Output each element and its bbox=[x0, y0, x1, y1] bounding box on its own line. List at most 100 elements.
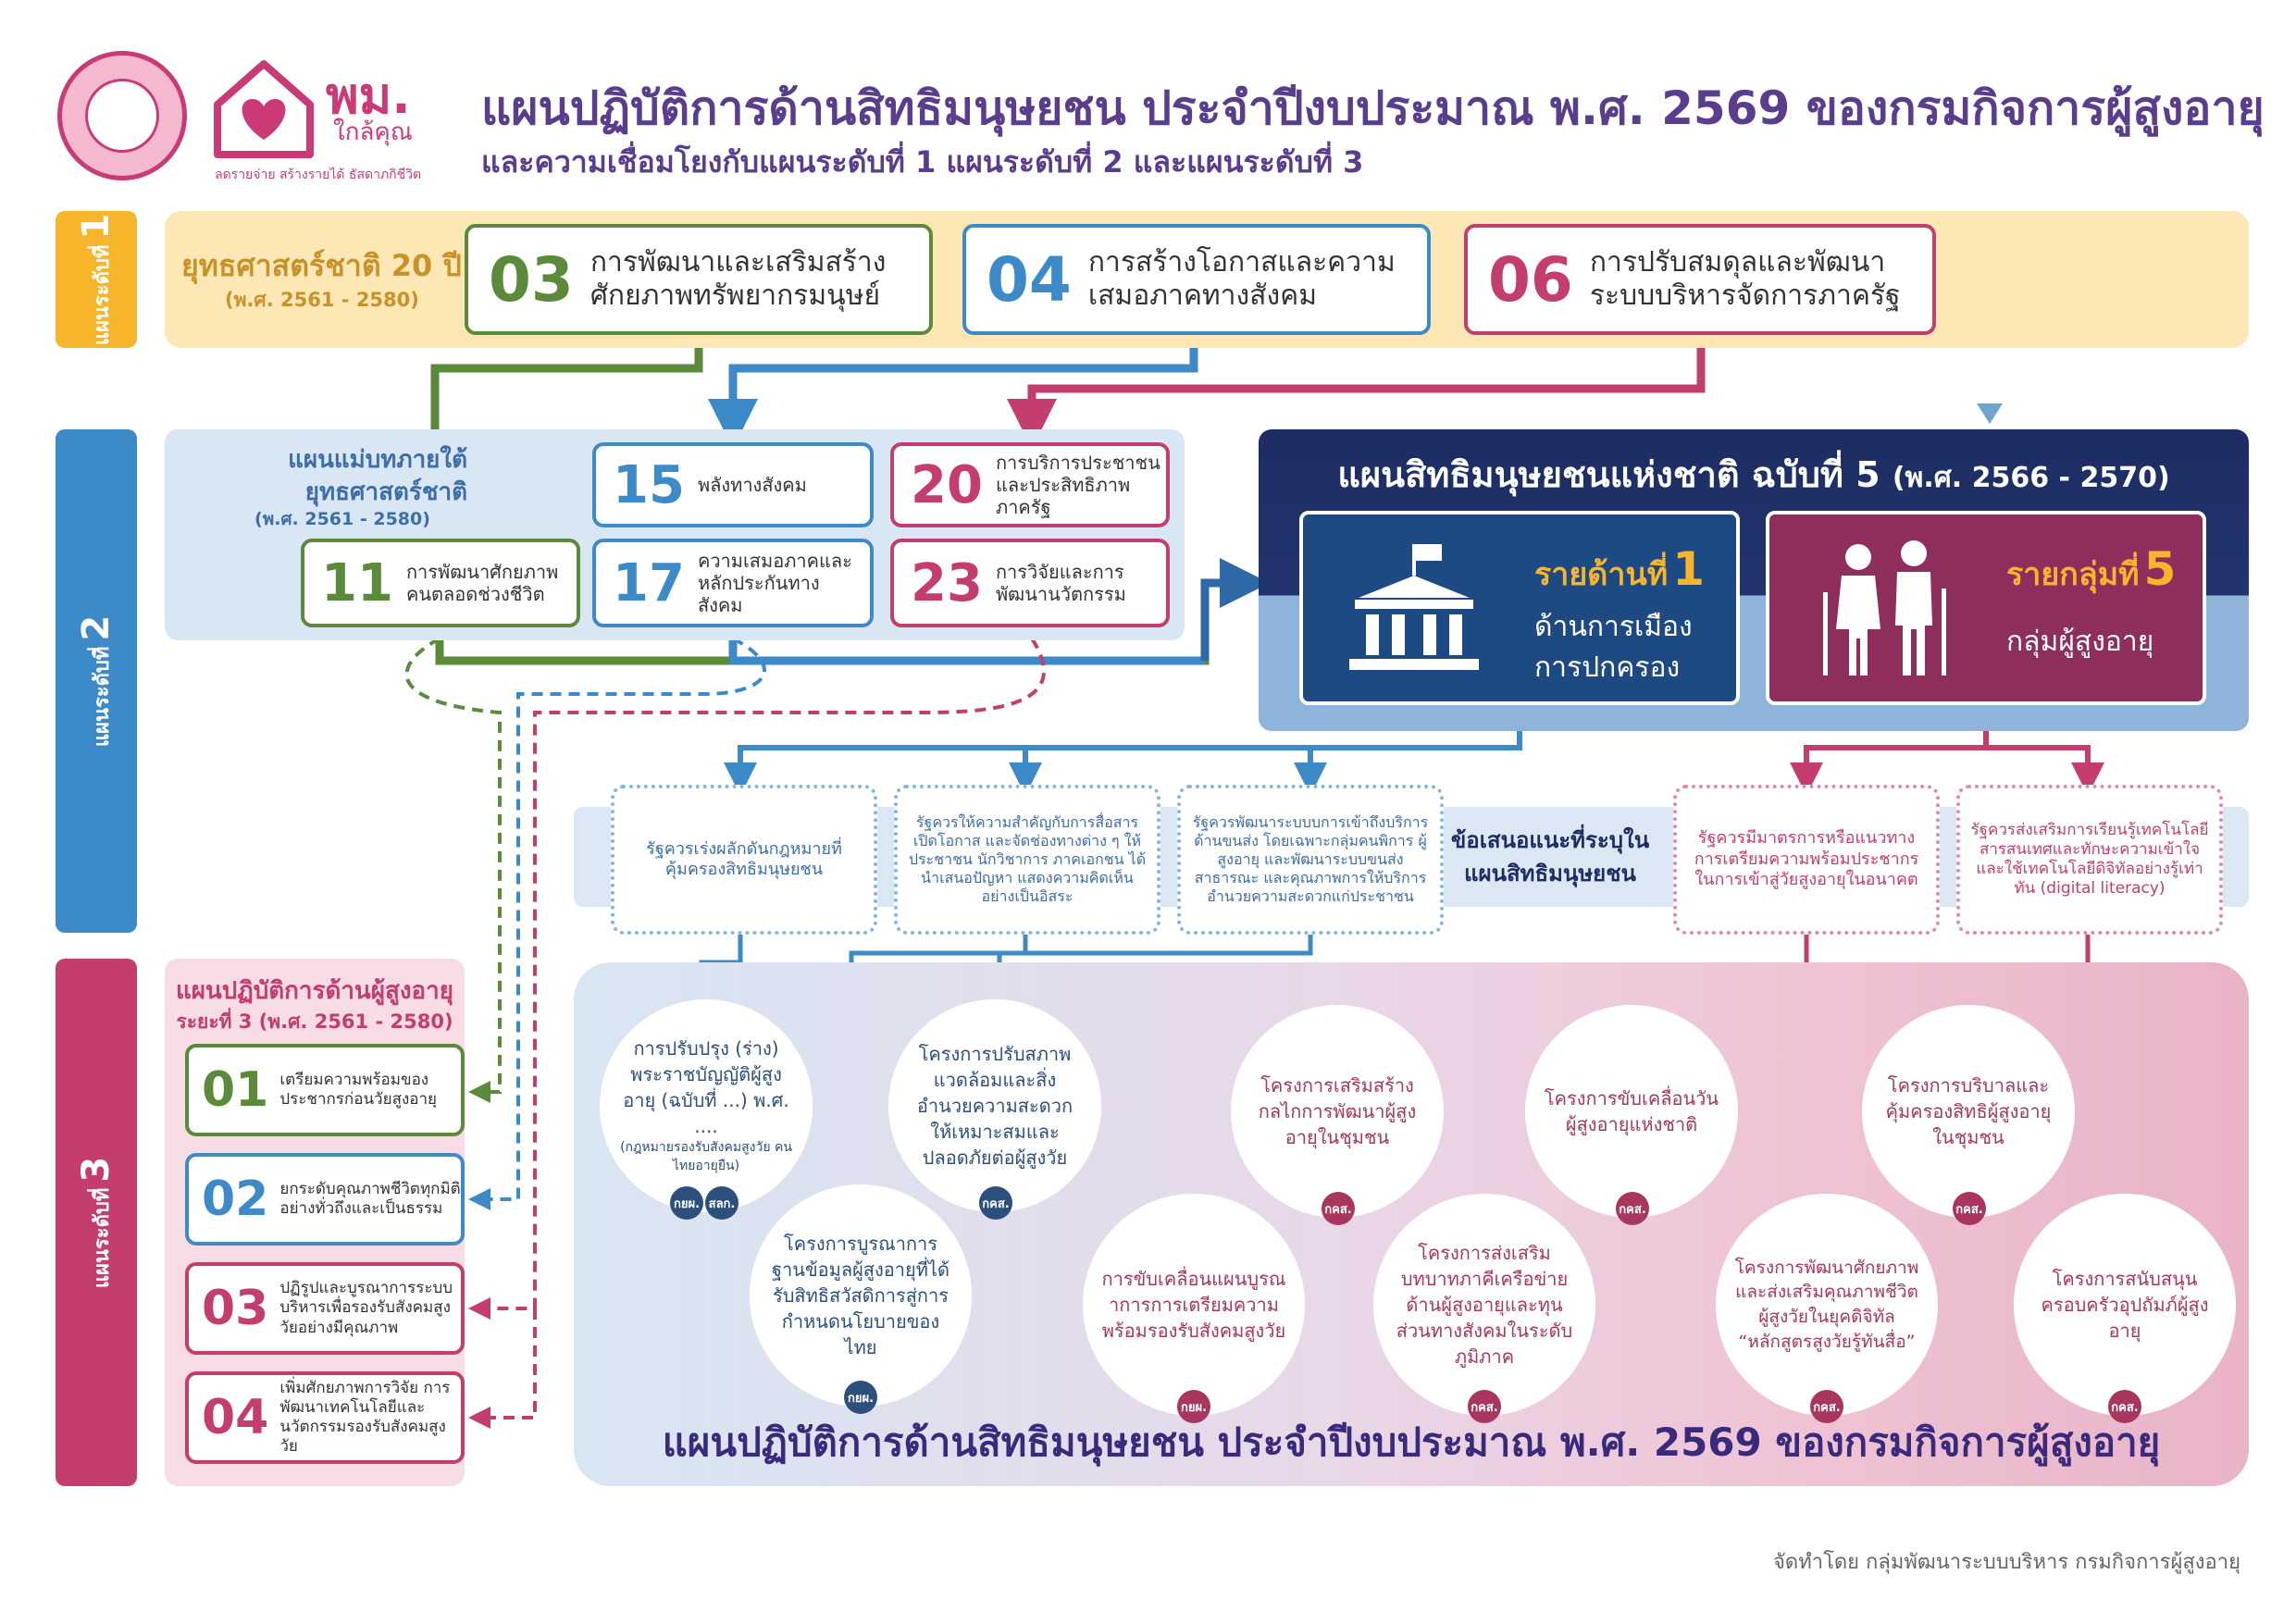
level-2-number: 2 bbox=[75, 614, 118, 641]
national-plan-title: แผนสิทธิมนุษยชนแห่งชาติ ฉบับที่ 5 (พ.ศ. … bbox=[1259, 446, 2249, 502]
project-network-roles: โครงการส่งเสริมบทบาทภาคีเครือข่ายด้านผู้… bbox=[1373, 1194, 1595, 1416]
card2-heading-text: รายกลุ่มที่ bbox=[2006, 556, 2140, 593]
recommendation-law: รัฐควรเร่งผลักดันกฎหมายที่คุ้มครองสิทธิม… bbox=[611, 785, 877, 935]
elderly-plan-04-box: 04 เพิ่มศักยภาพการวิจัย การพัฒนาเทคโนโลย… bbox=[185, 1371, 465, 1464]
project-elderly-act-tag-2: สลก. bbox=[705, 1186, 738, 1220]
strategy-03-number: 03 bbox=[489, 243, 574, 316]
level-1-tab: แผนระดับที่ 1 bbox=[56, 211, 137, 348]
elderly-plan-02-number: 02 bbox=[202, 1172, 269, 1227]
project-community-mechanism: โครงการเสริมสร้างกลไกการพัฒนาผู้สูงอายุใ… bbox=[1231, 1005, 1444, 1218]
masterplan-20-text: การบริการประชาชนและประสิทธิภาพภาครัฐ bbox=[995, 452, 1160, 518]
strategy-04-box: 04 การสร้างโอกาสและความเสมอภาคทางสังคม bbox=[962, 224, 1431, 335]
elderly-plan-03-box: 03 ปฏิรูปและบูรณาการระบบบริหารเพื่อรองรั… bbox=[185, 1262, 465, 1355]
project-foster-family: โครงการสนับสนุนครอบครัวอุปถัมภ์ผู้สูงอาย… bbox=[2014, 1194, 2236, 1416]
masterplan-17-box: 17 ความเสมอภาคและหลักประกันทางสังคม bbox=[592, 539, 874, 627]
project-network-roles-tag: กคส. bbox=[1468, 1390, 1501, 1423]
elderly-plan-03-text: ปฏิรูปและบูรณาการระบบบริหารเพื่อรองรับสั… bbox=[279, 1279, 453, 1337]
elderly-plan-years: ระยะที่ 3 (พ.ศ. 2561 - 2580) bbox=[176, 1010, 453, 1033]
project-integration-plan-tag: กยผ. bbox=[1177, 1390, 1210, 1423]
elderly-plan-01-number: 01 bbox=[202, 1062, 269, 1118]
card1-heading-number: 1 bbox=[1672, 542, 1705, 596]
level-3-tab: แผนระดับที่3 bbox=[56, 959, 137, 1486]
elderly-couple-icon bbox=[1823, 540, 1946, 676]
masterplan-15-text: พลังทางสังคม bbox=[697, 474, 807, 496]
project-elderly-day-tag: กคส. bbox=[1616, 1192, 1649, 1225]
project-environment: โครงการปรับสภาพแวดล้อมและสิ่งอำนวยความสะ… bbox=[888, 999, 1101, 1212]
project-digital-literacy-tag: กคส. bbox=[1810, 1390, 1843, 1423]
strategy-03-text: การพัฒนาและเสริมสร้างศักยภาพทรัพยากรมนุษ… bbox=[590, 246, 887, 312]
logo-sub: ใกล้คุณ bbox=[333, 118, 413, 146]
page-title: แผนปฏิบัติการด้านสิทธิมนุษยชน ประจำปีงบป… bbox=[481, 81, 2265, 135]
page-subtitle: และความเชื่อมโยงกับแผนระดับที่ 1 แผนระดั… bbox=[481, 144, 1364, 180]
masterplan-20-box: 20 การบริการประชาชนและประสิทธิภาพภาครัฐ bbox=[890, 442, 1170, 527]
level-2-tab: แผนระดับที่ 2 bbox=[56, 429, 137, 933]
project-digital-literacy: โครงการพัฒนาศักยภาพและส่งเสริมคุณภาพชีวิ… bbox=[1716, 1194, 1938, 1416]
masterplan-20-number: 20 bbox=[911, 454, 983, 515]
masterplan-11-number: 11 bbox=[321, 552, 393, 614]
national-strategy-title: ยุทธศาสตร์ชาติ 20 ปี bbox=[181, 248, 462, 283]
politics-governance-card: รายด้านที่ 1 ด้านการเมืองการปกครอง bbox=[1299, 511, 1740, 705]
card1-heading-text: รายด้านที่ bbox=[1534, 556, 1669, 593]
card2-heading: รายกลุ่มที่ 5 bbox=[2006, 542, 2176, 599]
project-elderly-act-tag-1: กยผ. bbox=[670, 1186, 703, 1220]
project-environment-tag: กคส. bbox=[979, 1186, 1012, 1220]
project-elderly-act: การปรับปรุง (ร่าง) พระราชบัญญัติผู้สูงอา… bbox=[600, 999, 813, 1212]
project-care-protection-tag: กคส. bbox=[1953, 1192, 1986, 1225]
elderly-plan-02-box: 02 ยกระดับคุณภาพชีวิตทุกมิติอย่างทั่วถึง… bbox=[185, 1153, 465, 1246]
card1-text: ด้านการเมืองการปกครอง bbox=[1534, 611, 1693, 684]
logo-name: พม. bbox=[326, 67, 411, 125]
masterplan-23-number: 23 bbox=[911, 552, 983, 614]
strategy-06-number: 06 bbox=[1488, 243, 1573, 316]
recommendation-aging-prep: รัฐควรมีมาตรการหรือแนวทางการเตรียมความพร… bbox=[1673, 785, 1940, 935]
recommendation-communication: รัฐควรให้ความสำคัญกับการสื่อสาร เปิดโอกา… bbox=[894, 785, 1160, 935]
card2-text: กลุ่มผู้สูงอายุ bbox=[2006, 626, 2154, 658]
level-3-label: แผนระดับที่ bbox=[91, 1187, 114, 1289]
project-elderly-day: โครงการขับเคลื่อนวันผู้สูงอายุแห่งชาติ bbox=[1525, 1005, 1738, 1218]
masterplan-11-box: 11 การพัฒนาศักยภาพคนตลอดช่วงชีวิต bbox=[301, 539, 580, 627]
elderly-plan-02-text: ยกระดับคุณภาพชีวิตทุกมิติอย่างทั่วถึงและ… bbox=[279, 1179, 461, 1218]
project-elderly-act-text: การปรับปรุง (ร่าง) พระราชบัญญัติผู้สูงอา… bbox=[623, 1037, 789, 1138]
level-2-label: แผนระดับที่ bbox=[91, 646, 114, 748]
project-foster-family-tag: กคส. bbox=[2108, 1390, 2141, 1423]
elderly-plan-03-number: 03 bbox=[202, 1281, 269, 1336]
strategy-06-text: การปรับสมดุลและพัฒนาระบบบริหารจัดการภาคร… bbox=[1589, 246, 1901, 312]
strategy-04-number: 04 bbox=[987, 243, 1072, 316]
project-elderly-act-note: (กฎหมายรองรับสังคมสูงวัย คนไทยอายุยืน) bbox=[620, 1140, 792, 1173]
elderly-group-card: รายกลุ่มที่ 5 กลุ่มผู้สูงอายุ bbox=[1766, 511, 2206, 705]
project-integration-plan: การขับเคลื่อนแผนบูรณาการการเตรียมความพร้… bbox=[1083, 1194, 1305, 1416]
national-plan-years: (พ.ศ. 2566 - 2570) bbox=[1892, 462, 2170, 494]
elderly-plan-01-box: 01 เตรียมความพร้อมของประชากรก่อนวัยสูงอา… bbox=[185, 1044, 465, 1136]
bottom-title: แผนปฏิบัติการด้านสิทธิมนุษยชน ประจำปีงบป… bbox=[662, 1419, 2161, 1465]
government-building-icon bbox=[1349, 544, 1479, 670]
recommendations-label: ข้อเสนอแนะที่ระบุในแผนสิทธิมนุษยชน bbox=[1446, 824, 1655, 890]
national-strategy-years: (พ.ศ. 2561 - 2580) bbox=[225, 289, 419, 311]
masterplan-15-box: 15 พลังทางสังคม bbox=[592, 442, 874, 527]
seal-inner-emblem bbox=[85, 79, 159, 153]
master-plan-years: (พ.ศ. 2561 - 2580) bbox=[254, 509, 430, 529]
masterplan-17-text: ความเสมอภาคและหลักประกันทางสังคม bbox=[697, 550, 852, 616]
project-database: โครงการบูรณาการฐานข้อมูลผู้สูงอายุที่ได้… bbox=[750, 1184, 972, 1407]
recommendation-digital-literacy: รัฐควรส่งเสริมการเรียนรู้เทคโนโลยีสารสนเ… bbox=[1956, 785, 2223, 935]
masterplan-23-box: 23 การวิจัยและการพัฒนานวัตกรรม bbox=[890, 539, 1170, 627]
heart-house-logo-icon bbox=[214, 60, 314, 158]
national-plan-title-text: แผนสิทธิมนุษยชนแห่งชาติ ฉบับที่ 5 bbox=[1337, 454, 1880, 495]
credit-text: จัดทำโดย กลุ่มพัฒนาระบบบริหาร กรมกิจการผ… bbox=[1773, 1551, 2240, 1574]
strategy-04-text: การสร้างโอกาสและความเสมอภาคทางสังคม bbox=[1087, 246, 1396, 312]
master-plan-title: แผนแม่บทภายใต้ยุทธศาสตร์ชาติ bbox=[288, 446, 467, 507]
project-care-protection: โครงการบริบาลและคุ้มครองสิทธิผู้สูงอายุใ… bbox=[1862, 1005, 2075, 1218]
strategy-03-box: 03 การพัฒนาและเสริมสร้างศักยภาพทรัพยากรม… bbox=[465, 224, 933, 335]
masterplan-15-number: 15 bbox=[613, 454, 685, 515]
masterplan-17-number: 17 bbox=[613, 552, 685, 614]
project-database-tag: กยผ. bbox=[844, 1381, 877, 1414]
recommendation-transport: รัฐควรพัฒนาระบบบการเข้าถึงบริการด้านขนส่… bbox=[1177, 785, 1444, 935]
elderly-plan-04-number: 04 bbox=[202, 1390, 269, 1445]
level-1-number: 1 bbox=[75, 213, 118, 240]
elderly-plan-title: แผนปฏิบัติการด้านผู้สูงอายุ bbox=[176, 977, 453, 1005]
card2-heading-number: 5 bbox=[2143, 542, 2177, 596]
project-community-mechanism-tag: กคส. bbox=[1322, 1192, 1355, 1225]
level-1-label: แผนระดับที่ bbox=[91, 244, 114, 346]
elderly-plan-01-text: เตรียมความพร้อมของประชากรก่อนวัยสูงอายุ bbox=[279, 1070, 437, 1109]
strategy-06-box: 06 การปรับสมดุลและพัฒนาระบบบริหารจัดการภ… bbox=[1464, 224, 1936, 335]
logo-tagline: ลดรายจ่าย สร้างรายได้ ธัสดาภกิชีวิต bbox=[215, 167, 422, 182]
elderly-plan-04-text: เพิ่มศักยภาพการวิจัย การพัฒนาเทคโนโลยีแล… bbox=[279, 1378, 451, 1457]
